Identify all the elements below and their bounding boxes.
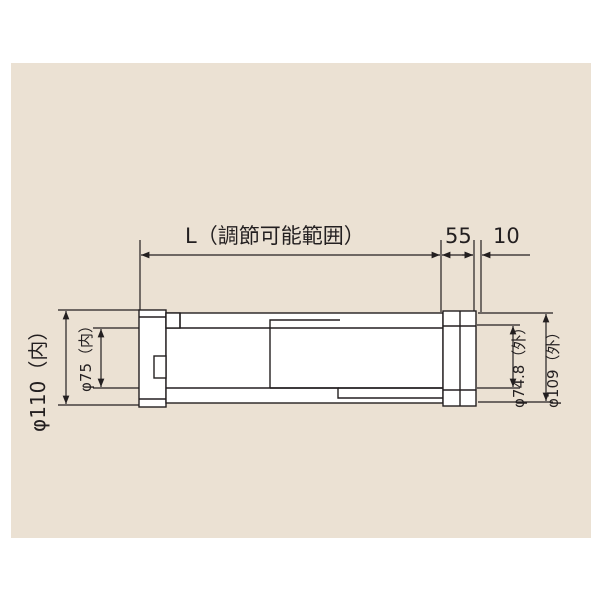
label-outer-diameter-109: φ109（外）: [544, 324, 562, 408]
label-dim-10: 10: [493, 224, 520, 248]
pipe-body: [138, 309, 477, 408]
label-dim-55: 55: [445, 224, 472, 248]
extension-lines-top: [139, 240, 482, 312]
label-inner-diameter-75: φ75（内）: [77, 318, 95, 392]
diagram-background: [11, 63, 591, 538]
extension-lines-left: [58, 309, 140, 406]
label-outer-diameter-74-8: φ74.8（外）: [510, 320, 528, 408]
label-inner-diameter-110: φ110（内）: [26, 321, 50, 432]
label-length-adjustable: L（調節可能範囲）: [185, 224, 365, 248]
extension-lines-right: [477, 312, 553, 403]
